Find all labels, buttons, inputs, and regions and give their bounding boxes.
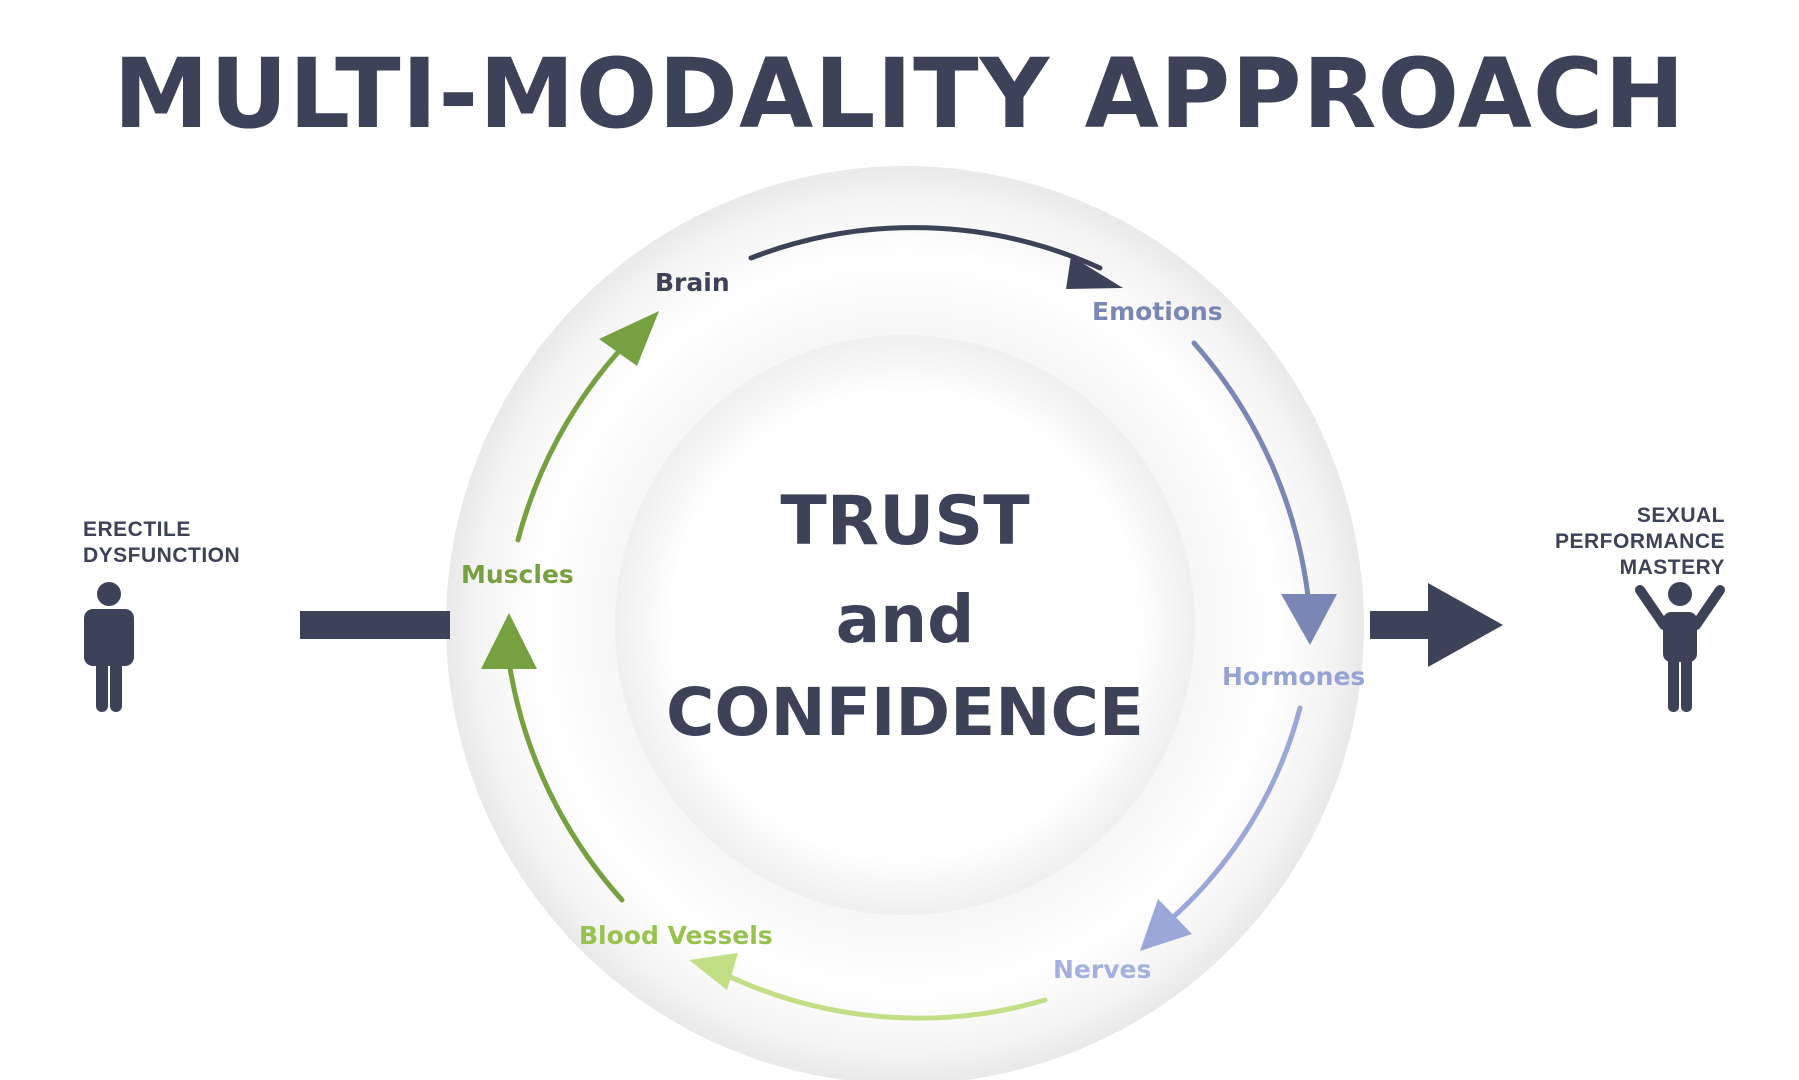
stage-nerves: Nerves	[1053, 955, 1152, 984]
inner-disc	[615, 335, 1195, 915]
arc-emotions-hormones	[1191, 340, 1312, 608]
stage-brain: Brain	[655, 268, 730, 297]
start-connector-bar	[300, 611, 450, 639]
arrowhead-hormones-icon	[1281, 594, 1337, 645]
progress-arrow-icon	[1370, 583, 1503, 667]
end-label-line3: MASTERY	[1619, 556, 1725, 579]
arc-brain-emotions	[748, 225, 1103, 271]
person-standing-icon	[84, 582, 134, 712]
start-label-line2: DYSFUNCTION	[83, 544, 241, 567]
center-line-trust: TRUST	[780, 482, 1030, 561]
page-title: MULTI-MODALITY APPROACH	[113, 38, 1686, 150]
arc-muscles-brain	[515, 347, 623, 543]
center-line-and: and	[835, 581, 975, 658]
arrowhead-bloodvessels-icon	[689, 953, 738, 990]
arc-bloodvessels-muscles	[507, 665, 625, 903]
end-label-line2: PERFORMANCE	[1554, 530, 1725, 553]
start-label-line1: ERECTILE	[83, 518, 191, 541]
stage-emotions: Emotions	[1092, 297, 1223, 326]
start-state-label: ERECTILE DYSFUNCTION	[83, 517, 240, 569]
stage-blood-vessels: Blood Vessels	[579, 921, 773, 950]
end-label-line1: SEXUAL	[1636, 504, 1725, 527]
stage-muscles: Muscles	[461, 560, 574, 589]
arc-hormones-nerves	[1167, 705, 1303, 923]
end-state-label: SEXUAL PERFORMANCE MASTERY	[1555, 503, 1725, 581]
center-line-confidence: CONFIDENCE	[665, 674, 1145, 751]
arc-nerves-bloodvessels	[717, 969, 1048, 1021]
person-arms-raised-icon	[1635, 582, 1725, 712]
arrowhead-nerves-icon	[1140, 899, 1192, 951]
arrowhead-muscles-icon	[481, 613, 537, 669]
arrowhead-brain-icon	[599, 311, 659, 366]
arrowhead-emotions-icon	[1066, 256, 1123, 289]
stage-hormones: Hormones	[1222, 662, 1366, 691]
